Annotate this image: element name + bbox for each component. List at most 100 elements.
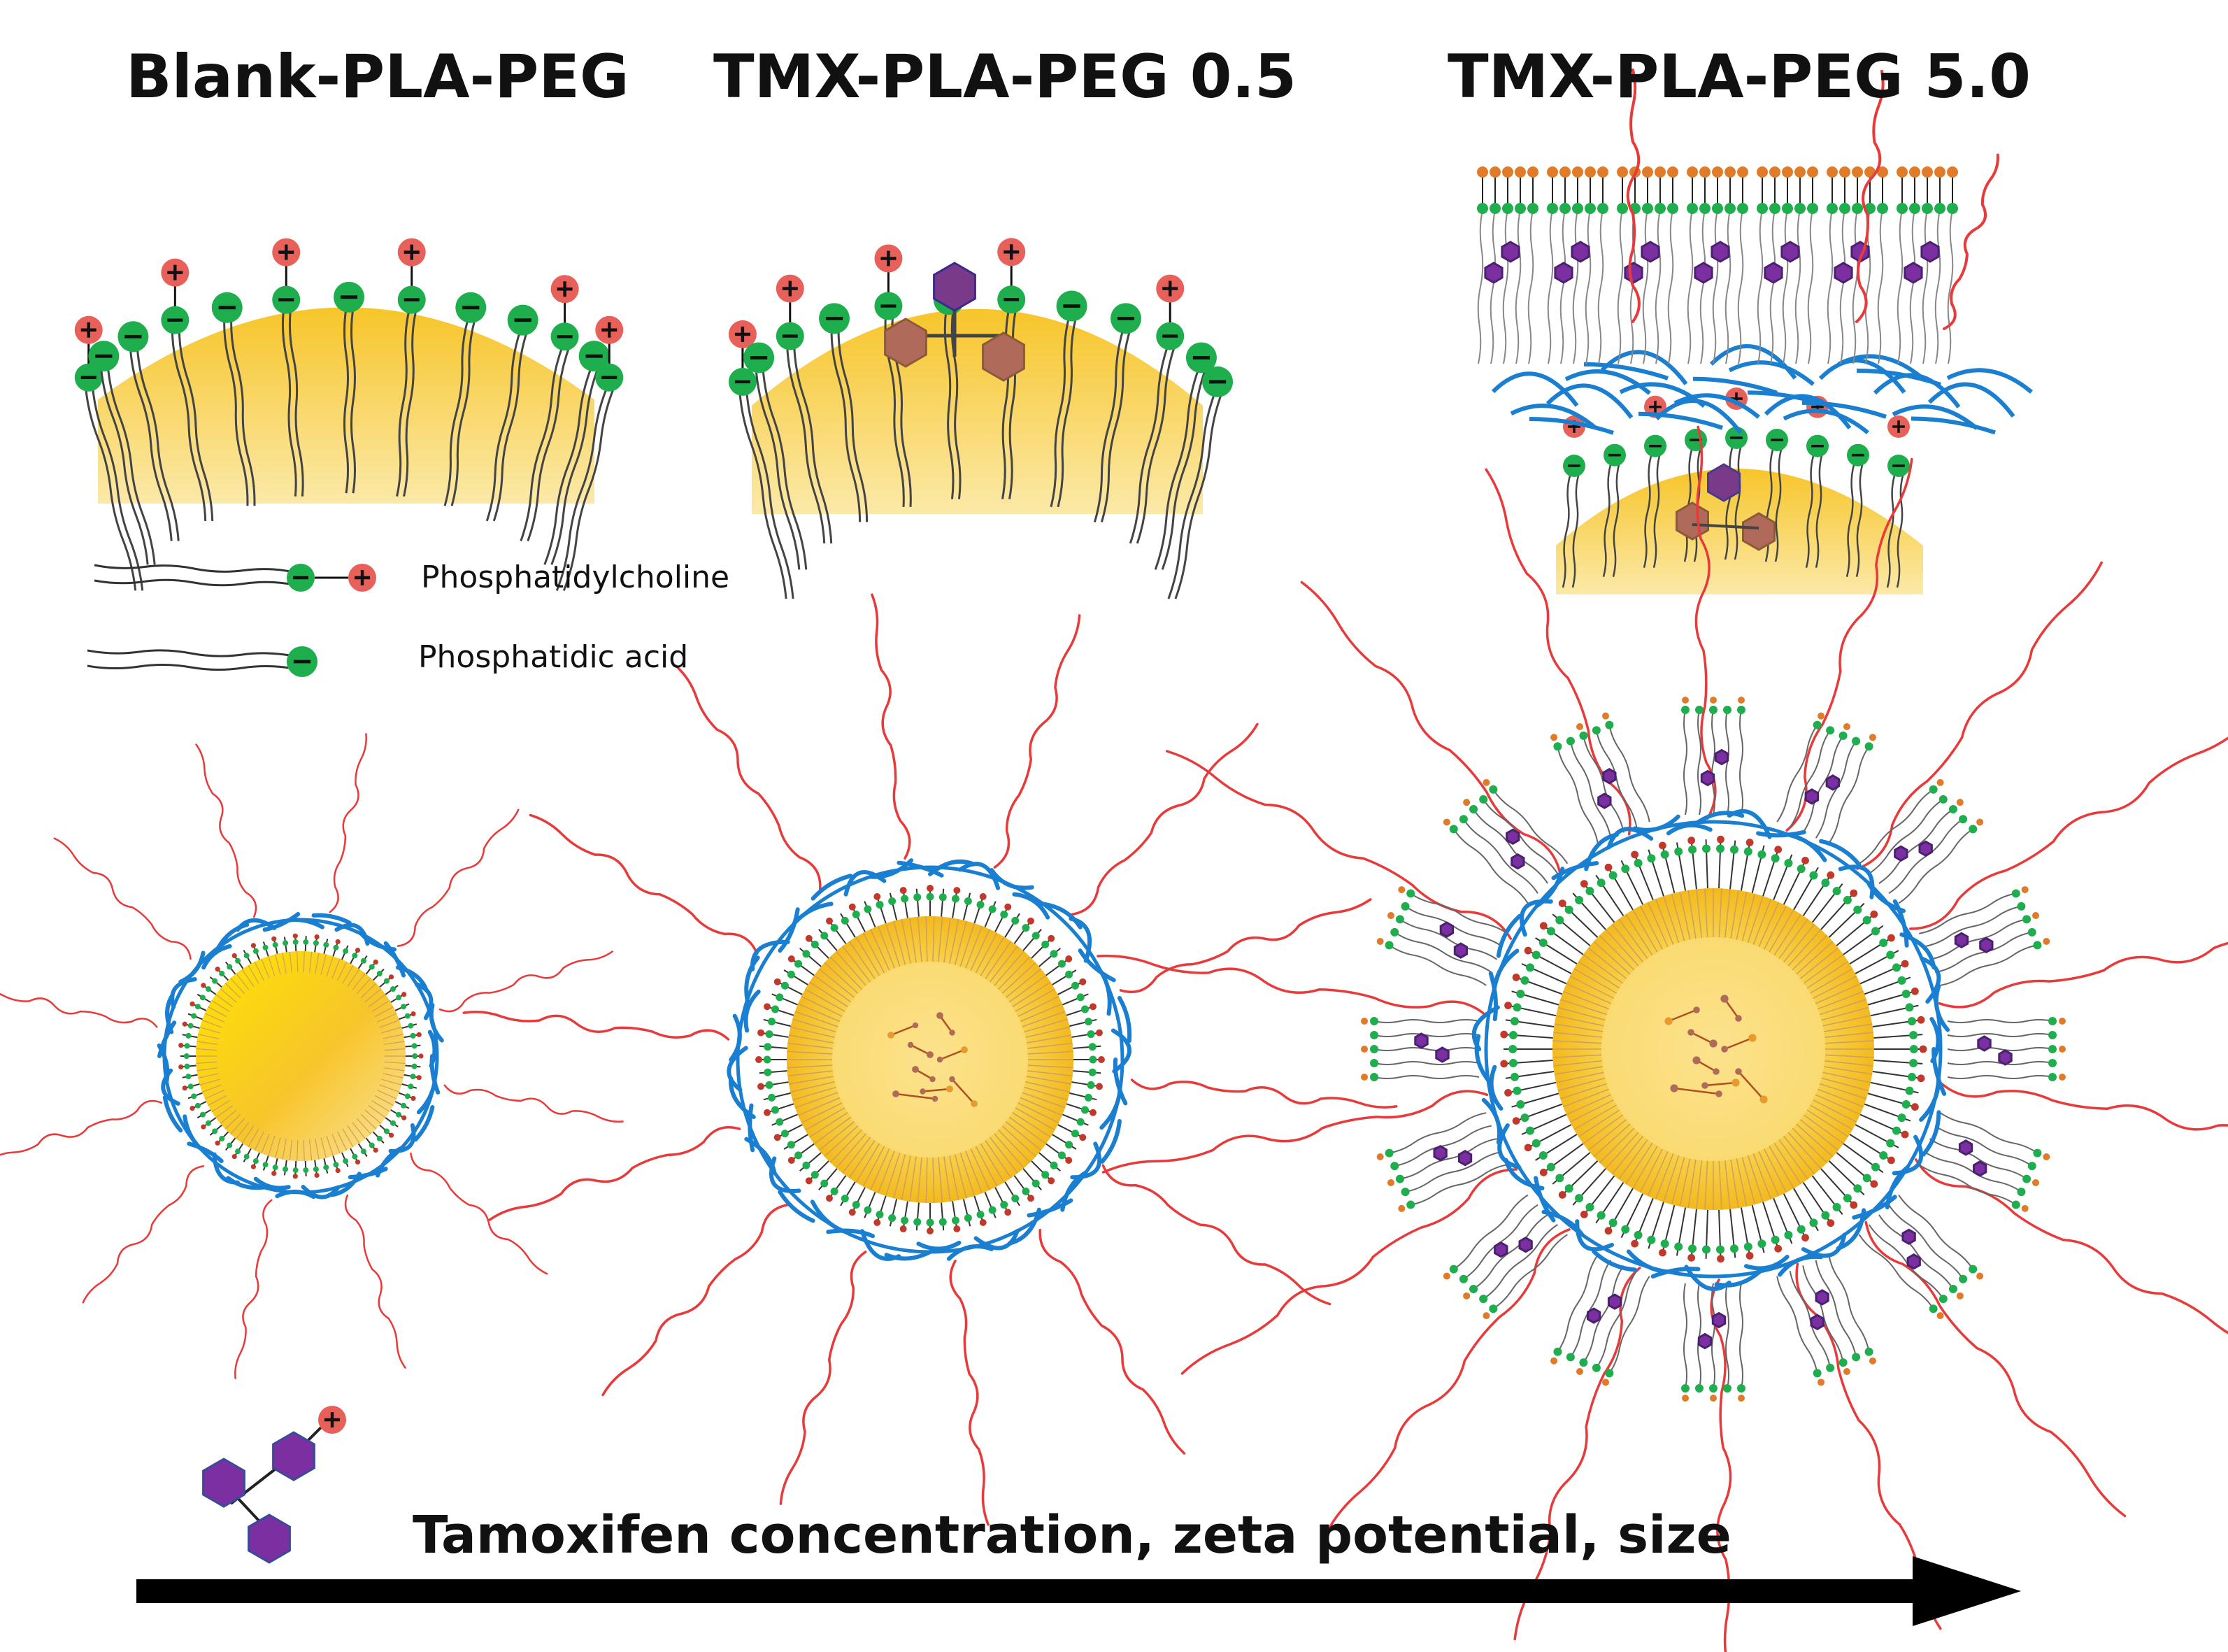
positive-charge-icon bbox=[1774, 846, 1783, 854]
negative-charge-icon bbox=[211, 292, 243, 323]
peg-chain bbox=[1101, 1164, 1331, 1306]
positive-charge-icon bbox=[1065, 955, 1073, 962]
drug-ring bbox=[1834, 262, 1853, 284]
negative-charge-icon bbox=[876, 900, 884, 909]
legend-label-phosphatidic-acid: Phosphatidic acid bbox=[418, 639, 689, 675]
lipid-tail bbox=[1411, 1164, 1508, 1206]
negative-charge-icon bbox=[951, 895, 959, 903]
negative-charge-icon bbox=[1809, 871, 1818, 880]
negative-charge-icon bbox=[262, 944, 269, 950]
positive-charge-icon bbox=[1877, 166, 1888, 178]
lipid-tail bbox=[1410, 892, 1508, 934]
negative-charge-icon bbox=[1838, 1358, 1848, 1367]
lipid-tail bbox=[1947, 209, 1954, 364]
positive-charge-icon bbox=[1547, 166, 1558, 178]
positive-charge-icon bbox=[755, 1056, 762, 1063]
lipid-tail bbox=[950, 311, 962, 499]
positive-charge-icon bbox=[1483, 778, 1490, 786]
positive-charge-icon bbox=[201, 983, 206, 988]
negative-charge-icon bbox=[369, 964, 375, 970]
positive-charge-icon bbox=[1936, 1312, 1944, 1320]
negative-charge-icon bbox=[780, 1130, 789, 1138]
negative-charge-icon bbox=[1806, 434, 1829, 457]
negative-charge-icon bbox=[191, 1013, 197, 1019]
negative-charge-icon bbox=[507, 304, 538, 336]
positive-charge-icon bbox=[1976, 1272, 1984, 1280]
negative-charge-icon bbox=[1737, 1384, 1745, 1393]
negative-charge-icon bbox=[1031, 1179, 1040, 1188]
positive-charge-icon bbox=[1850, 889, 1858, 897]
negative-charge-icon bbox=[1797, 1225, 1806, 1234]
lipid-tail bbox=[1687, 209, 1694, 364]
lipid-tail bbox=[1855, 464, 1864, 578]
negative-charge-icon bbox=[1892, 1126, 1901, 1135]
negative-charge-icon bbox=[410, 1074, 416, 1080]
negative-charge-icon bbox=[1546, 927, 1555, 936]
negative-charge-icon bbox=[1050, 950, 1058, 958]
lipid-tail bbox=[738, 392, 787, 599]
negative-charge-icon bbox=[1897, 976, 1906, 985]
lipid-cluster bbox=[1681, 1283, 1745, 1402]
negative-charge-icon bbox=[1084, 1093, 1092, 1102]
positive-charge-icon bbox=[1398, 886, 1406, 894]
negative-charge-icon bbox=[1546, 1162, 1555, 1172]
lipid-tail bbox=[1896, 475, 1904, 588]
negative-charge-icon bbox=[404, 1093, 410, 1099]
core-inner bbox=[832, 962, 1028, 1158]
lipid-tail bbox=[1934, 209, 1941, 364]
negative-charge-icon bbox=[1784, 1230, 1793, 1239]
positive-charge-icon bbox=[1870, 910, 1878, 918]
lipid-tail bbox=[281, 311, 297, 497]
positive-charge-icon bbox=[953, 887, 961, 894]
lipid-tail bbox=[1050, 317, 1071, 508]
drug-ring bbox=[1587, 1307, 1601, 1324]
lipid-tail bbox=[1373, 1061, 1480, 1065]
negative-charge-icon bbox=[1592, 726, 1601, 735]
drug-ring bbox=[1597, 792, 1612, 809]
negative-charge-icon bbox=[1525, 963, 1534, 972]
negative-charge-icon bbox=[1771, 1235, 1780, 1244]
polymer-shell bbox=[1491, 344, 2033, 435]
negative-charge-icon bbox=[1699, 203, 1711, 214]
negative-charge-icon bbox=[1081, 1005, 1090, 1013]
positive-charge-icon bbox=[335, 939, 341, 945]
lipid-tail bbox=[1807, 209, 1814, 364]
negative-charge-icon bbox=[323, 941, 329, 948]
negative-charge-icon bbox=[404, 1013, 410, 1019]
positive-charge-icon bbox=[953, 1225, 961, 1232]
positive-charge-icon bbox=[1443, 818, 1450, 826]
positive-charge-icon bbox=[215, 1140, 220, 1146]
negative-charge-icon bbox=[1901, 989, 1911, 998]
negative-charge-icon bbox=[184, 1043, 190, 1049]
negative-charge-icon bbox=[303, 1167, 309, 1174]
positive-charge-icon bbox=[1463, 1292, 1471, 1299]
peg-chain bbox=[234, 1199, 273, 1379]
positive-charge-icon bbox=[1682, 1395, 1689, 1402]
lipid-tail bbox=[837, 329, 869, 522]
drug-ring bbox=[1815, 1289, 1829, 1306]
negative-charge-icon bbox=[1605, 720, 1614, 729]
lipid-tail bbox=[1934, 1125, 2033, 1167]
negative-charge-icon bbox=[1879, 1151, 1888, 1160]
positive-charge-icon bbox=[773, 1134, 781, 1141]
negative-charge-icon bbox=[1892, 963, 1901, 972]
negative-charge-icon bbox=[117, 321, 149, 353]
negative-charge-icon bbox=[1479, 1295, 1488, 1304]
negative-charge-icon bbox=[1555, 916, 1564, 925]
core-chains bbox=[1552, 888, 1874, 1210]
negative-charge-icon bbox=[1642, 203, 1653, 214]
positive-charge-icon bbox=[757, 1083, 764, 1090]
negative-charge-icon bbox=[219, 1135, 225, 1141]
drug-ring bbox=[1518, 1236, 1533, 1253]
positive-charge-icon bbox=[1724, 166, 1736, 178]
negative-charge-icon bbox=[1469, 805, 1478, 814]
negative-charge-icon bbox=[1449, 1265, 1458, 1274]
positive-charge-icon bbox=[1745, 839, 1754, 846]
core-inner bbox=[1601, 937, 1825, 1161]
positive-charge-icon bbox=[314, 934, 320, 940]
peg-chain bbox=[674, 664, 822, 891]
negative-charge-icon bbox=[1559, 203, 1571, 214]
lipid-tail bbox=[485, 331, 522, 522]
negative-charge-icon bbox=[938, 893, 947, 902]
peg-chain bbox=[601, 1203, 790, 1397]
